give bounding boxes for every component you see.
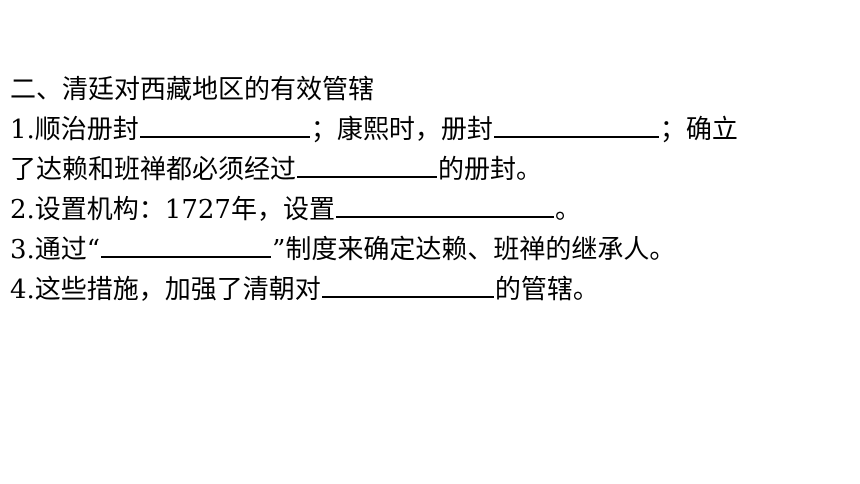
item-2-suffix: 。: [554, 195, 581, 225]
item-4-prefix: 4.这些措施，加强了清朝对: [10, 275, 321, 305]
item-2: 2.设置机构：1727年，设置 。: [10, 190, 855, 230]
section-heading: 二、清廷对西藏地区的有效管辖: [10, 70, 855, 110]
item-1-line-1: 1.顺治册封 ；康熙时，册封 ；确立: [10, 110, 855, 150]
fill-blank-2[interactable]: [493, 112, 659, 138]
fill-blank-3[interactable]: [297, 152, 438, 178]
fill-blank-4[interactable]: [335, 192, 554, 218]
item-3: 3.通过“ ”制度来确定达赖、班禅的继承人。: [10, 230, 855, 270]
section-heading-text: 二、清廷对西藏地区的有效管辖: [10, 75, 375, 105]
item-1-line-2: 了达赖和班禅都必须经过 的册封。: [10, 150, 855, 190]
item-4: 4.这些措施，加强了清朝对 的管辖。: [10, 270, 855, 310]
item-1-line-2-suffix: 的册封。: [438, 155, 543, 185]
item-4-suffix: 的管辖。: [494, 275, 599, 305]
fill-blank-5[interactable]: [101, 232, 272, 258]
item-3-prefix: 3.通过“: [10, 235, 101, 265]
item-1-suffix: ；确立: [659, 115, 738, 145]
item-3-suffix: ”制度来确定达赖、班禅的继承人。: [272, 235, 676, 265]
worksheet-content: 二、清廷对西藏地区的有效管辖 1.顺治册封 ；康熙时，册封 ；确立 了达赖和班禅都必…: [10, 70, 855, 310]
item-1-mid: ；康熙时，册封: [310, 115, 493, 145]
item-2-prefix: 2.设置机构：1727年，设置: [10, 195, 335, 225]
fill-blank-6[interactable]: [321, 272, 494, 298]
fill-blank-1[interactable]: [139, 112, 310, 138]
item-1-line-2-prefix: 了达赖和班禅都必须经过: [10, 155, 297, 185]
item-1-prefix: 1.顺治册封: [10, 115, 139, 145]
